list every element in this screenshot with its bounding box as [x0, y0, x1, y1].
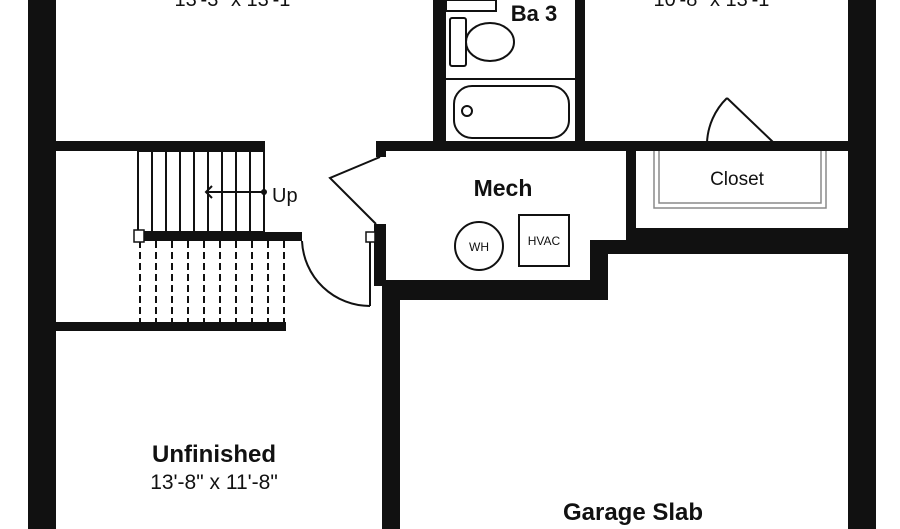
staircase: Up: [133, 150, 304, 322]
mech-door: [301, 156, 381, 308]
top-right-room-south-wall: [774, 141, 848, 151]
mech-north-wall: [376, 141, 774, 151]
closet-shelf: [653, 151, 827, 209]
bath-east-wall: [575, 0, 585, 148]
mech-east-wall: [626, 145, 636, 240]
hvac-unit: [518, 214, 570, 267]
mech-west-wall-lower: [374, 224, 386, 286]
stair-up-label: Up: [272, 185, 298, 207]
walls: [28, 0, 876, 529]
closet-south-wall: [626, 228, 848, 254]
water-heater-label: WH: [469, 240, 489, 254]
west-wall: [28, 0, 56, 529]
top-right-room-dims: 10'-8" x 13'-1": [653, 0, 776, 11]
stair-up-arrow-icon: [204, 185, 267, 199]
top-left-room-dims: 13'-3" x 13'-1": [174, 0, 297, 11]
tub-drain: [461, 105, 473, 117]
bath-name: Ba 3: [511, 1, 557, 26]
bath-fixtures: [445, 0, 575, 139]
vanity: [445, 0, 497, 12]
toilet-tank: [449, 17, 467, 67]
closet-name: Closet: [710, 169, 765, 190]
mech-west-wall-upper: [376, 141, 386, 157]
unfinished-name: Unfinished: [152, 441, 276, 468]
garage-name: Garage Slab: [563, 499, 703, 526]
newel-post: [133, 229, 145, 243]
water-heater: [454, 221, 504, 271]
bathtub: [453, 85, 570, 139]
stair-landing-wall: [138, 232, 302, 241]
east-wall: [848, 0, 876, 529]
mech-name: Mech: [474, 175, 533, 201]
unfinished-dims: 13'-8" x 11'-8": [150, 471, 278, 494]
hvac-label: HVAC: [528, 234, 561, 248]
unfinished-north-wall: [44, 322, 286, 331]
top-left-room-south-wall: [56, 141, 265, 151]
lower-stair-treads: [139, 241, 285, 322]
toilet-bowl: [465, 22, 515, 62]
mech-south-wall: [374, 240, 636, 529]
bath-west-wall: [433, 0, 446, 149]
closet-door: [706, 97, 775, 144]
